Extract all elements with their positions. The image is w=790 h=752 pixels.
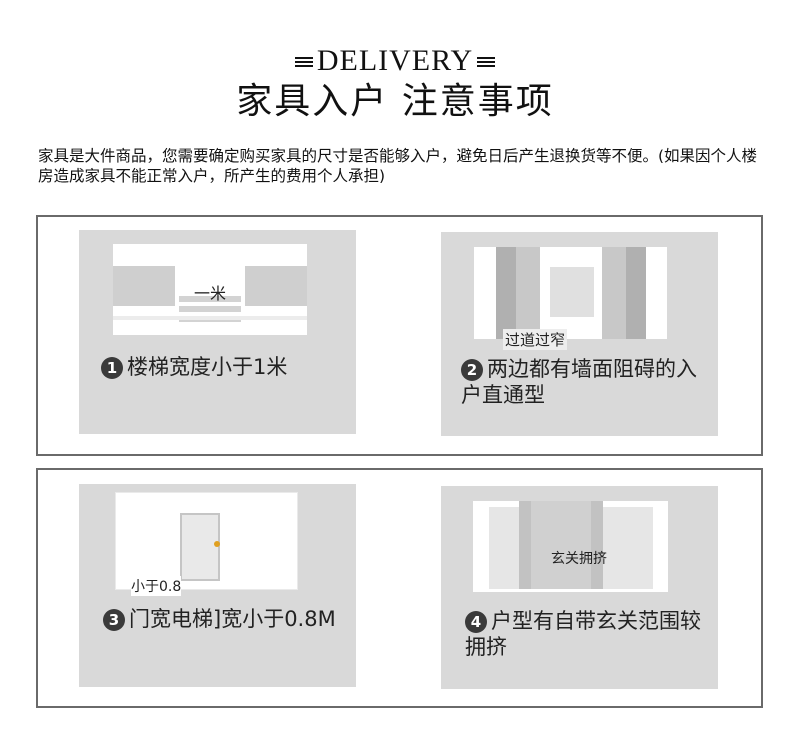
caption-text: 楼梯宽度小于1米 — [127, 355, 288, 379]
floor-line — [113, 316, 307, 320]
wall-right — [245, 266, 307, 306]
door-shape — [180, 513, 220, 581]
illustration-label: 过道过窄 — [503, 329, 568, 350]
illustration-label: 小于0.8 — [131, 576, 182, 596]
corridor-illustration — [474, 247, 667, 339]
triple-line-icon — [477, 55, 496, 68]
stairs-illustration: 一米 — [113, 244, 307, 335]
caption-text: 户型有自带玄关范围较拥挤 — [465, 609, 701, 659]
number-badge: 3 — [103, 609, 125, 631]
stair-step — [179, 306, 241, 312]
door-illustration — [115, 492, 298, 590]
illustration-label: 玄关拥挤 — [551, 551, 607, 567]
entryway-illustration — [473, 501, 668, 592]
number-badge: 1 — [101, 357, 123, 379]
header-title-en: DELIVERY — [0, 44, 790, 78]
caption-text: 门宽电梯]宽小于0.8M — [129, 607, 336, 631]
frame-row-2 — [36, 468, 763, 708]
number-badge: 4 — [465, 611, 487, 633]
title-en-text: DELIVERY — [316, 44, 474, 77]
door-knob-icon — [214, 541, 220, 547]
stair-step — [179, 296, 241, 302]
frame-row-1 — [36, 215, 763, 456]
illustration-label: 一米 — [193, 284, 226, 303]
page-title: 家具入户 注意事项 — [236, 81, 554, 122]
intro-paragraph: 家具是大件商品，您需要确定购买家具的尺寸是否能够入户，避免日后产生退换货等不便。… — [38, 147, 758, 185]
caption-text: 两边都有墙面阻碍的入户直通型 — [461, 357, 697, 407]
wall-left — [113, 266, 175, 306]
triple-line-icon — [294, 55, 313, 68]
number-badge: 2 — [461, 359, 483, 381]
